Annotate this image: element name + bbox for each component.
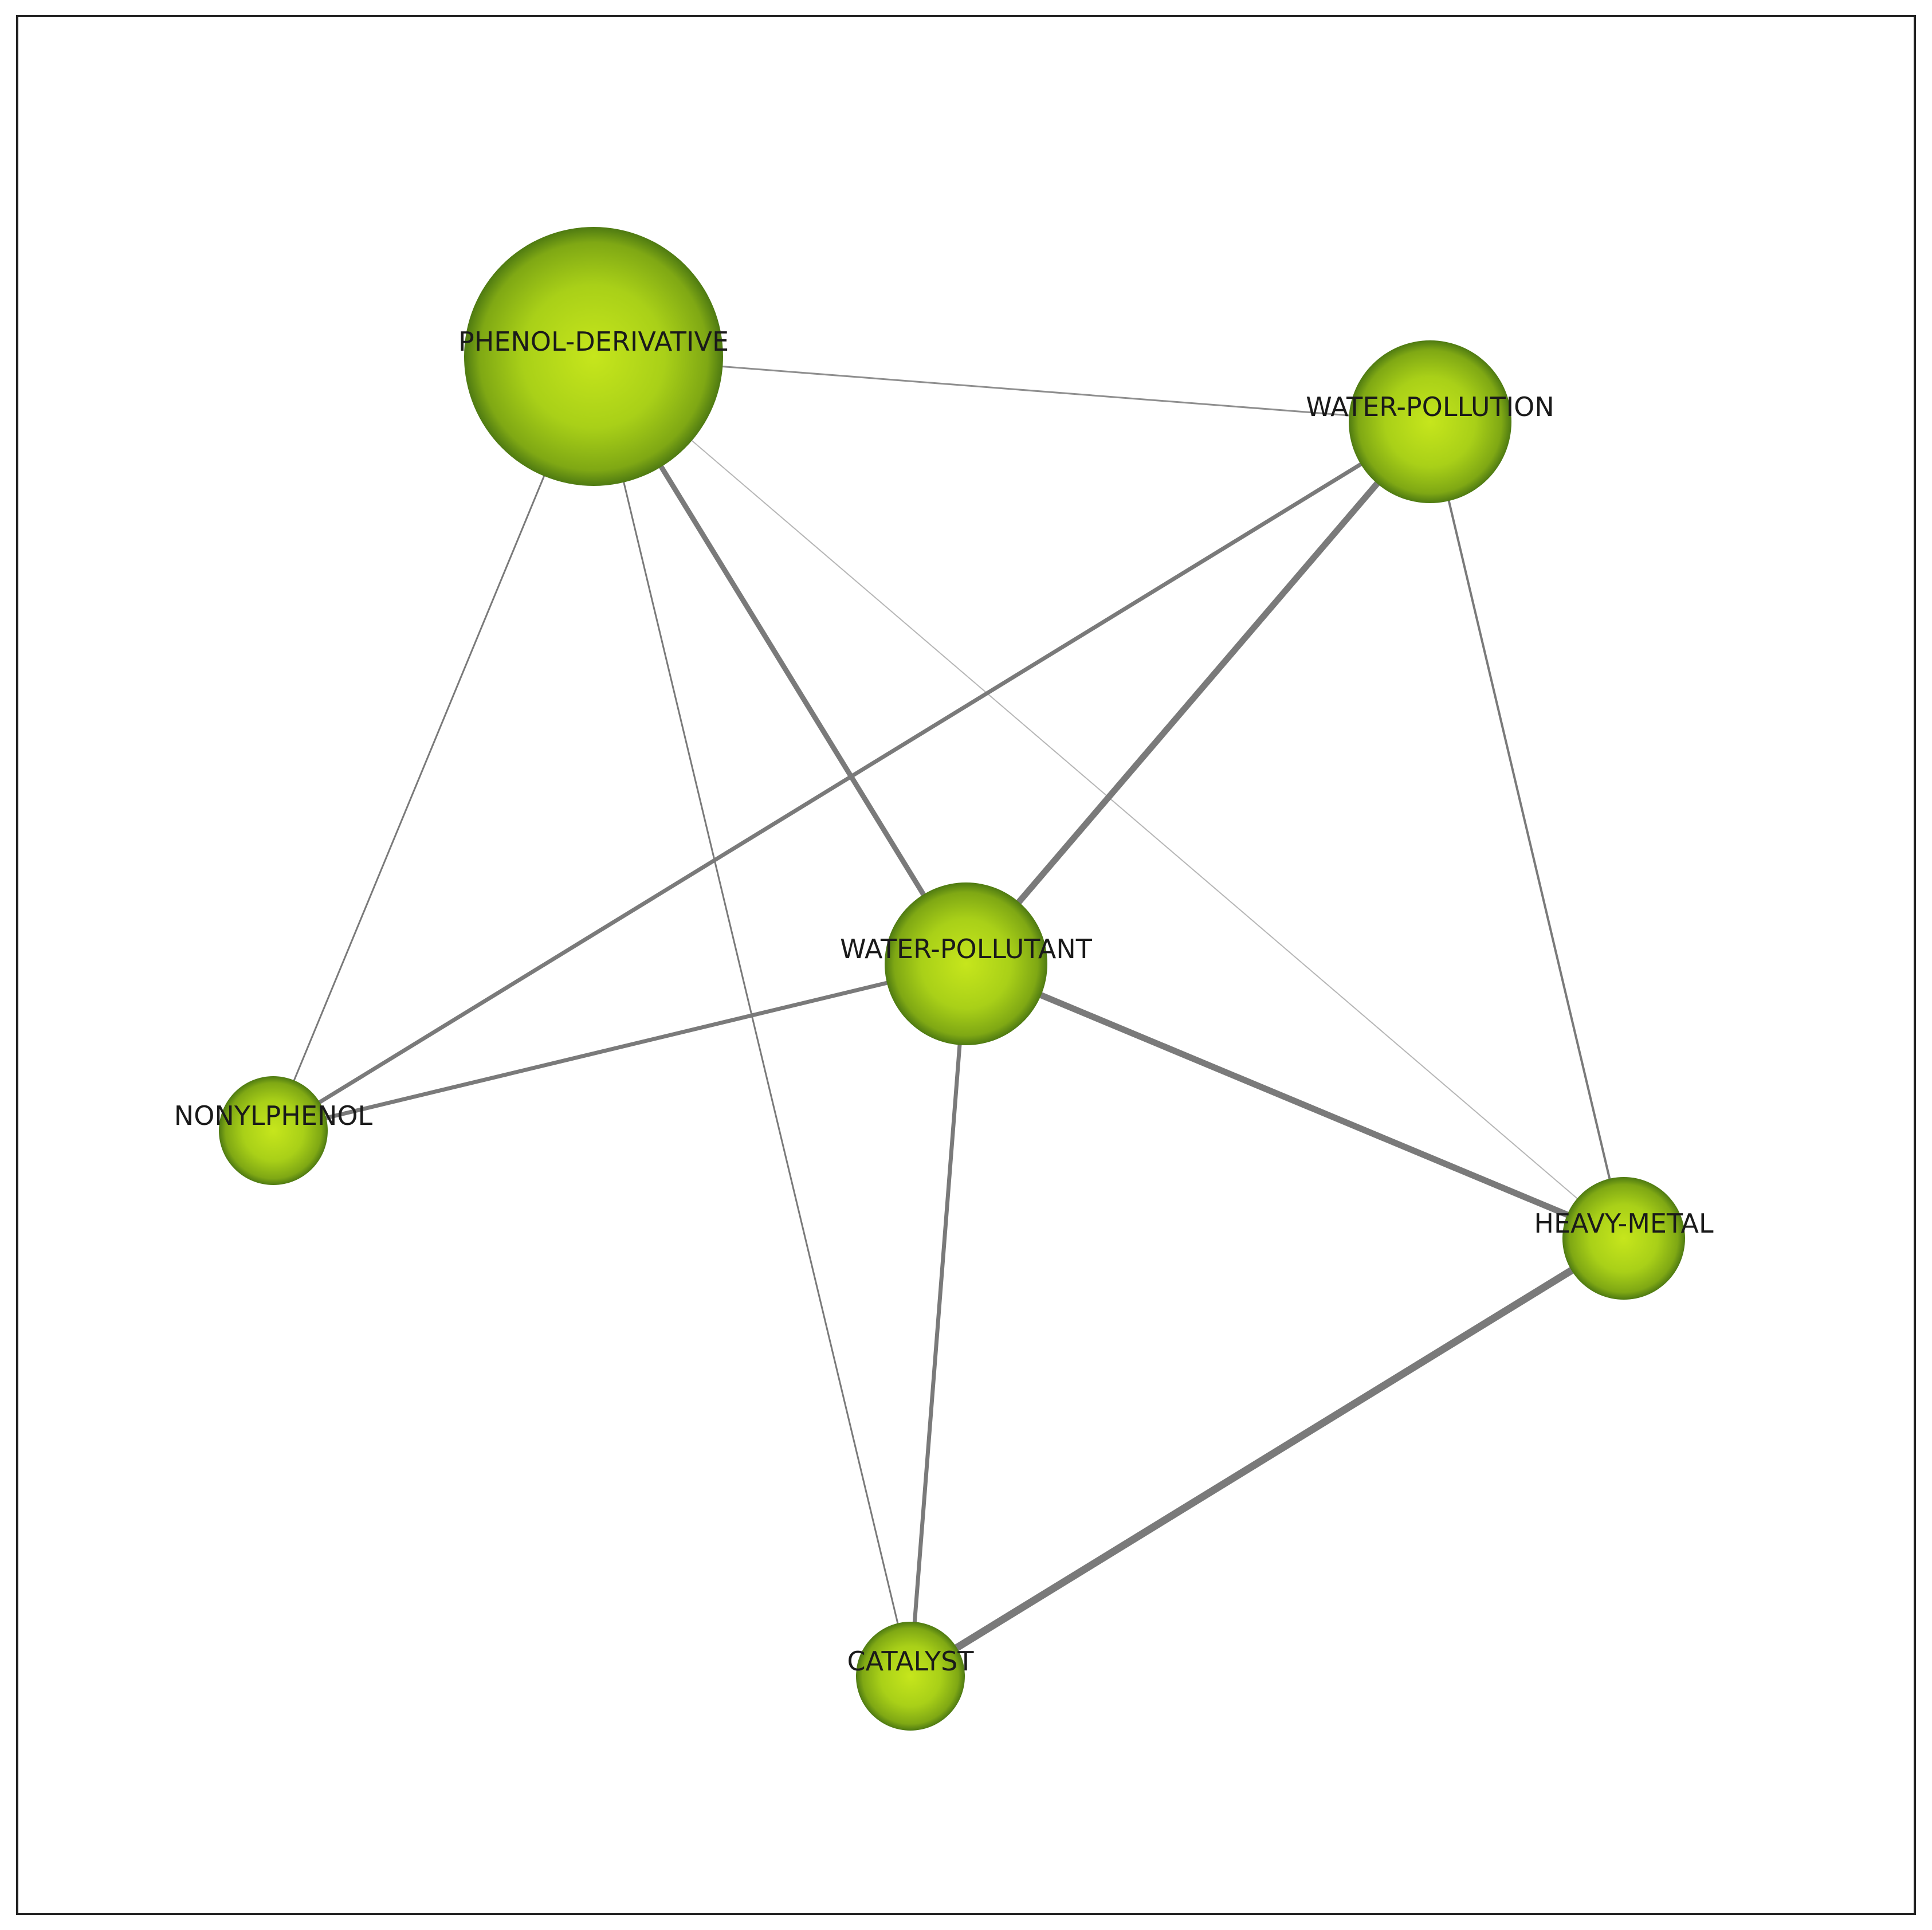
edge-pollutant-catalyst xyxy=(908,963,968,1677)
node-label: CATALYST xyxy=(847,1646,975,1677)
node-pollutant[interactable]: WATER-POLLUTANT xyxy=(840,882,1093,1045)
node-circle xyxy=(219,1076,328,1185)
edge-pollutant-nonylphenol xyxy=(273,962,967,1133)
node-label: NONYLPHENOL xyxy=(174,1100,373,1131)
node-circle xyxy=(1562,1177,1685,1300)
node-circle xyxy=(885,882,1047,1045)
nodes-layer: PHENOL-DERIVATIVE WATER-POLLUTION WATER-PO… xyxy=(174,227,1714,1731)
node-label: HEAVY-METAL xyxy=(1534,1208,1714,1239)
node-circle xyxy=(1349,340,1511,503)
node-label: WATER-POLLUTANT xyxy=(840,933,1093,964)
node-phenol[interactable]: PHENOL-DERIVATIVE xyxy=(458,227,729,486)
node-label: PHENOL-DERIVATIVE xyxy=(458,326,729,357)
node-label: WATER-POLLUTION xyxy=(1306,391,1554,422)
edge-pollution-pollutant xyxy=(963,419,1433,966)
node-pollution[interactable]: WATER-POLLUTION xyxy=(1306,340,1554,503)
node-catalyst[interactable]: CATALYST xyxy=(847,1622,975,1731)
edge-heavymetal-catalyst xyxy=(908,1235,1626,1680)
node-circle xyxy=(856,1622,965,1731)
edge-pollution-nonylphenol xyxy=(272,420,1431,1132)
edge-pollution-heavymetal xyxy=(1429,421,1625,1239)
edge-phenol-nonylphenol xyxy=(272,356,595,1131)
edge-pollutant-heavymetal xyxy=(964,960,1625,1242)
edge-phenol-pollution xyxy=(593,355,1431,423)
node-circle xyxy=(464,227,723,486)
node-nonylphenol[interactable]: NONYLPHENOL xyxy=(174,1076,373,1185)
node-heavymetal[interactable]: HEAVY-METAL xyxy=(1534,1177,1714,1300)
